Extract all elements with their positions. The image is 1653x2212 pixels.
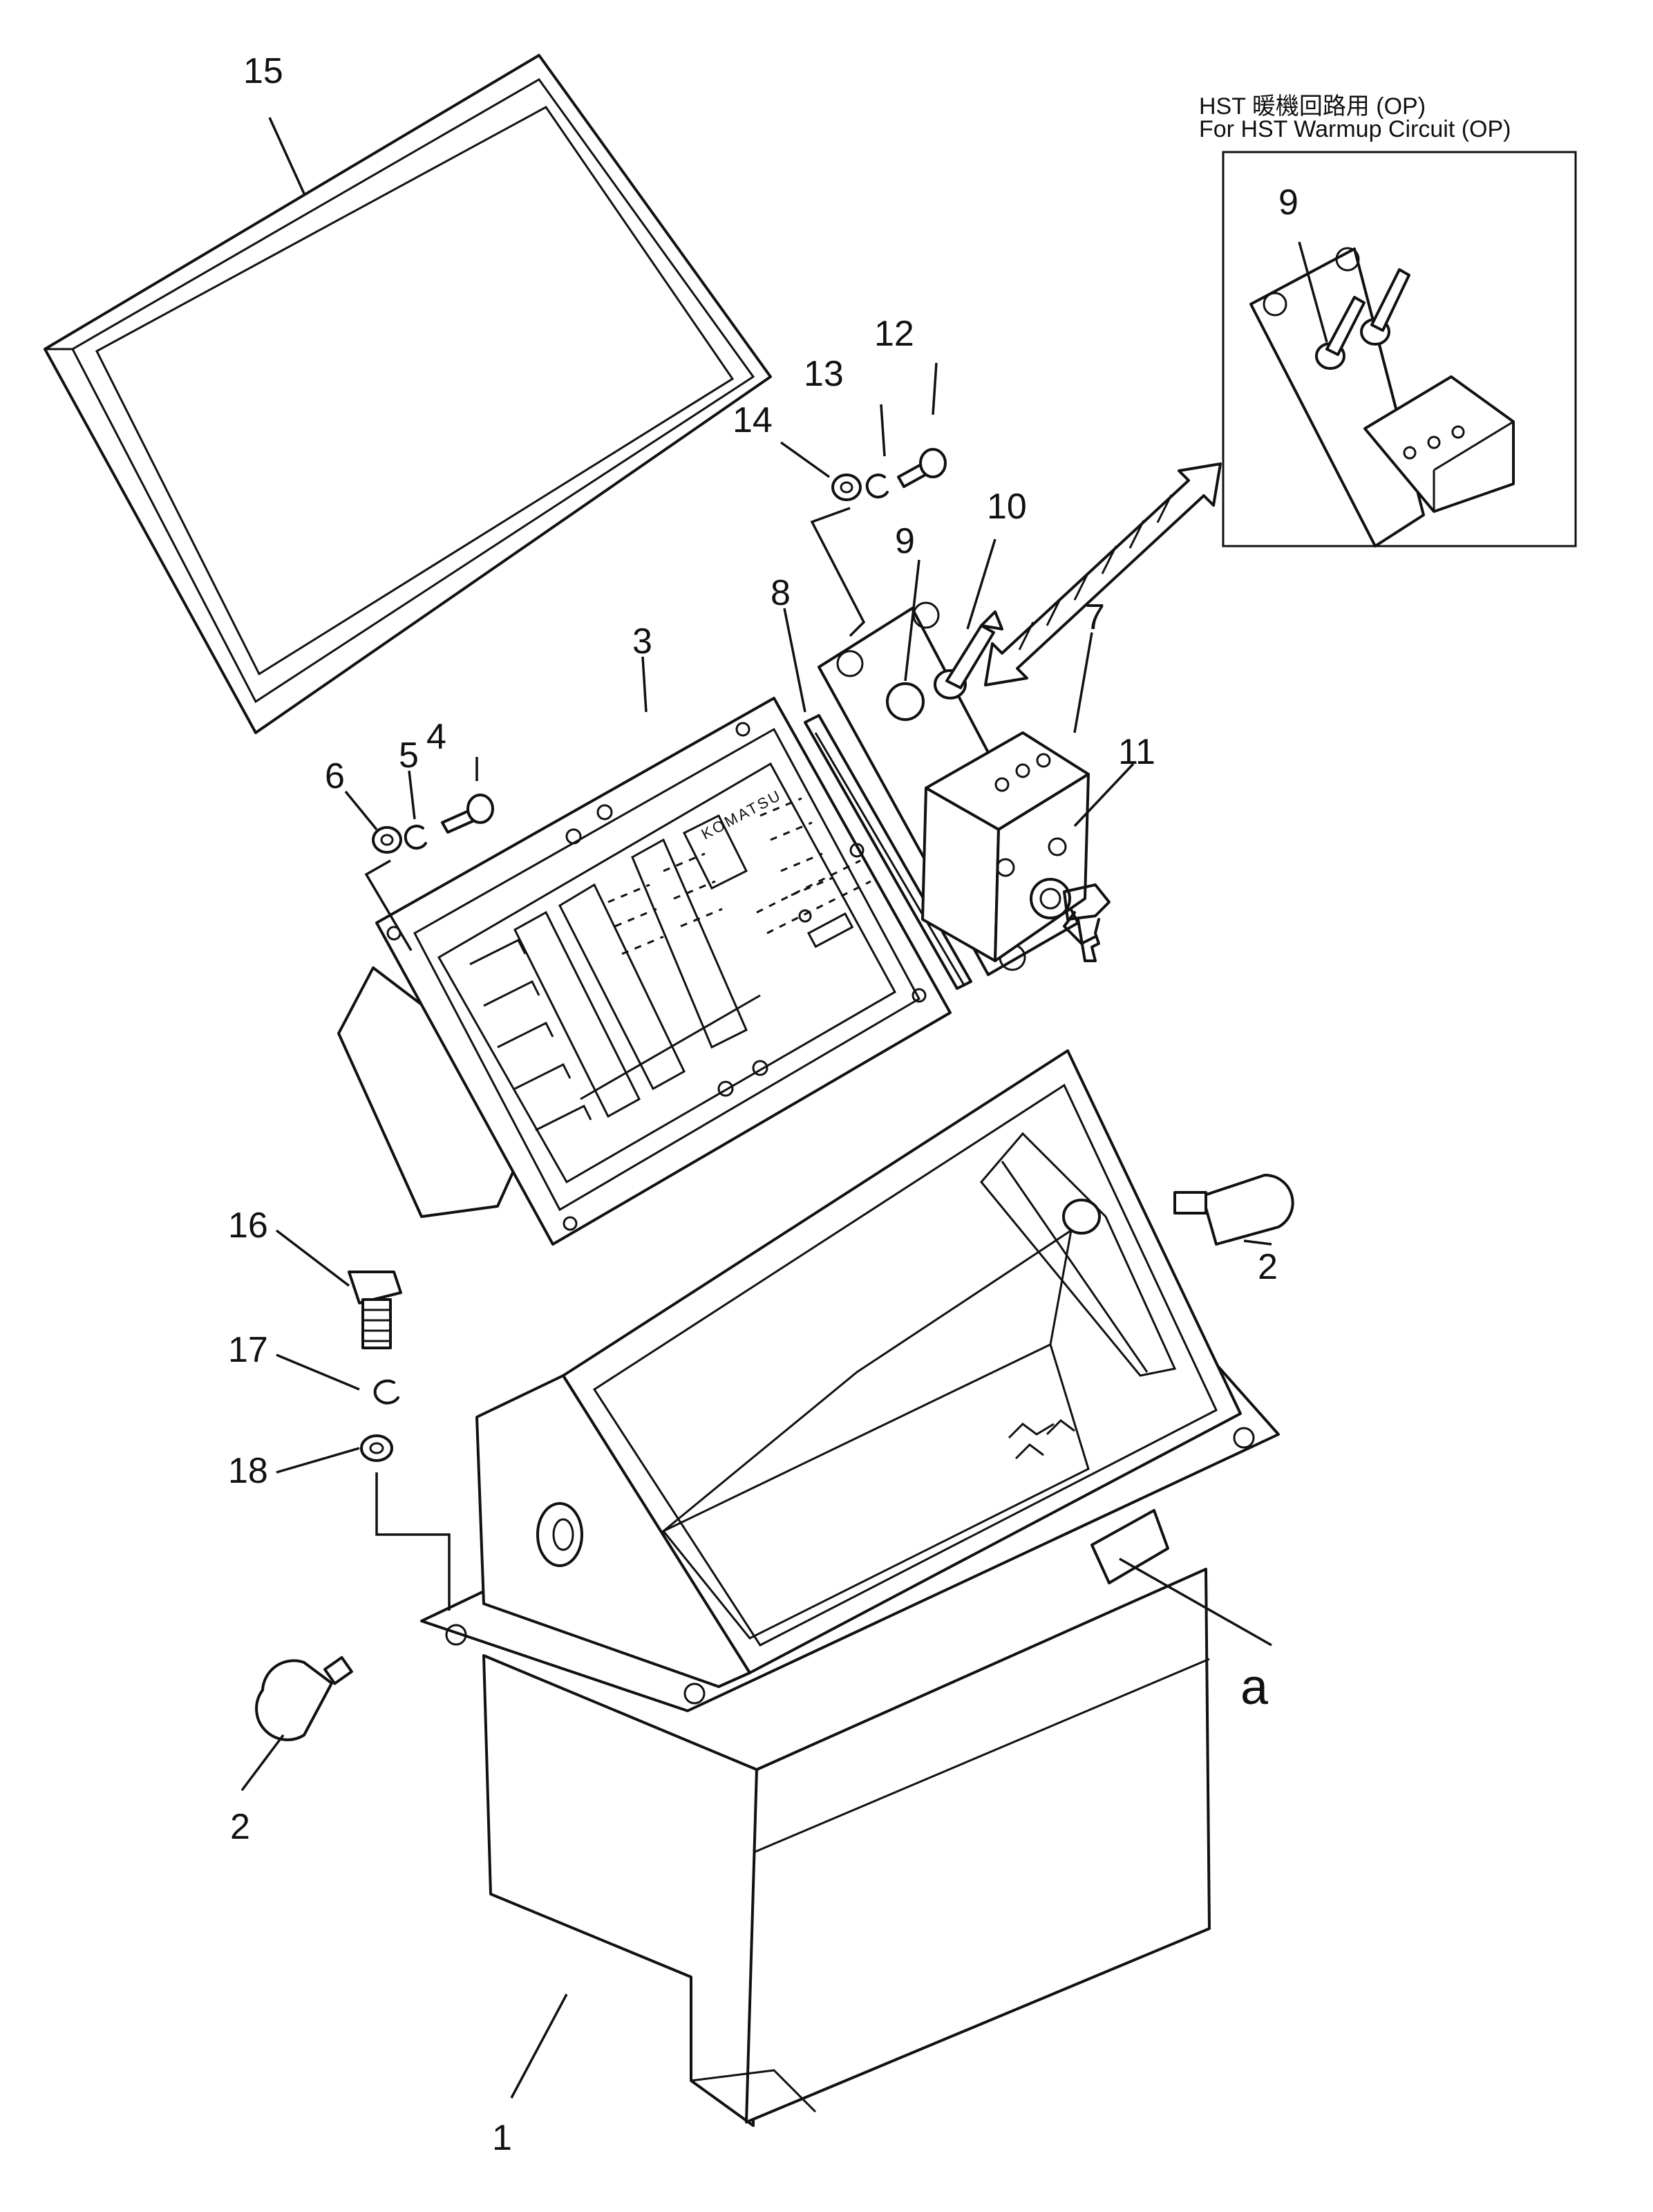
label-11: 11 — [1118, 732, 1155, 772]
inset-hst-warmup — [1222, 151, 1577, 547]
label-18: 18 — [228, 1451, 268, 1491]
arrow-to-inset — [984, 462, 1222, 686]
label-16: 16 — [228, 1206, 268, 1246]
label-10: 10 — [987, 487, 1027, 527]
part-labels: 15 3 4 5 6 8 9 10 7 11 12 13 14 2 16 17 … — [228, 51, 1511, 2158]
part-2-stopper-lower — [255, 1656, 353, 1741]
label-15: 15 — [243, 51, 283, 91]
part-1-console-box — [420, 1049, 1280, 2127]
label-8: 8 — [771, 573, 791, 613]
label-5: 5 — [399, 735, 419, 776]
label-4: 4 — [426, 717, 446, 757]
label-3: 3 — [632, 621, 652, 662]
label-12: 12 — [874, 314, 914, 354]
label-2-lower: 2 — [230, 1807, 250, 1847]
part-7-switch-panel — [818, 601, 1111, 976]
parts-12-13-14-screw-washers — [810, 448, 947, 637]
parts-16-17-18-bolt-washers — [348, 1271, 451, 1611]
leader-lines — [240, 117, 1135, 2099]
label-2-upper: 2 — [1258, 1247, 1278, 1287]
label-14: 14 — [733, 400, 773, 440]
label-ref-a: a — [1240, 1660, 1269, 1715]
part-15-cover-glass — [44, 54, 772, 734]
inset-title-jp: HST 暖機回路用 (OP) — [1199, 93, 1426, 120]
inset-title-en: For HST Warmup Circuit (OP) — [1199, 116, 1511, 142]
label-1: 1 — [492, 2118, 512, 2158]
label-17: 17 — [228, 1330, 268, 1370]
label-7: 7 — [1085, 597, 1105, 637]
label-inset-9: 9 — [1278, 182, 1298, 223]
part-2-stopper-upper — [1173, 1173, 1294, 1246]
parts-4-5-6-screw-washers — [364, 794, 494, 951]
part-3-instrument-panel: KOMATSU — [337, 697, 952, 1246]
label-6: 6 — [325, 756, 345, 796]
label-9: 9 — [895, 521, 915, 561]
label-13: 13 — [804, 354, 844, 394]
